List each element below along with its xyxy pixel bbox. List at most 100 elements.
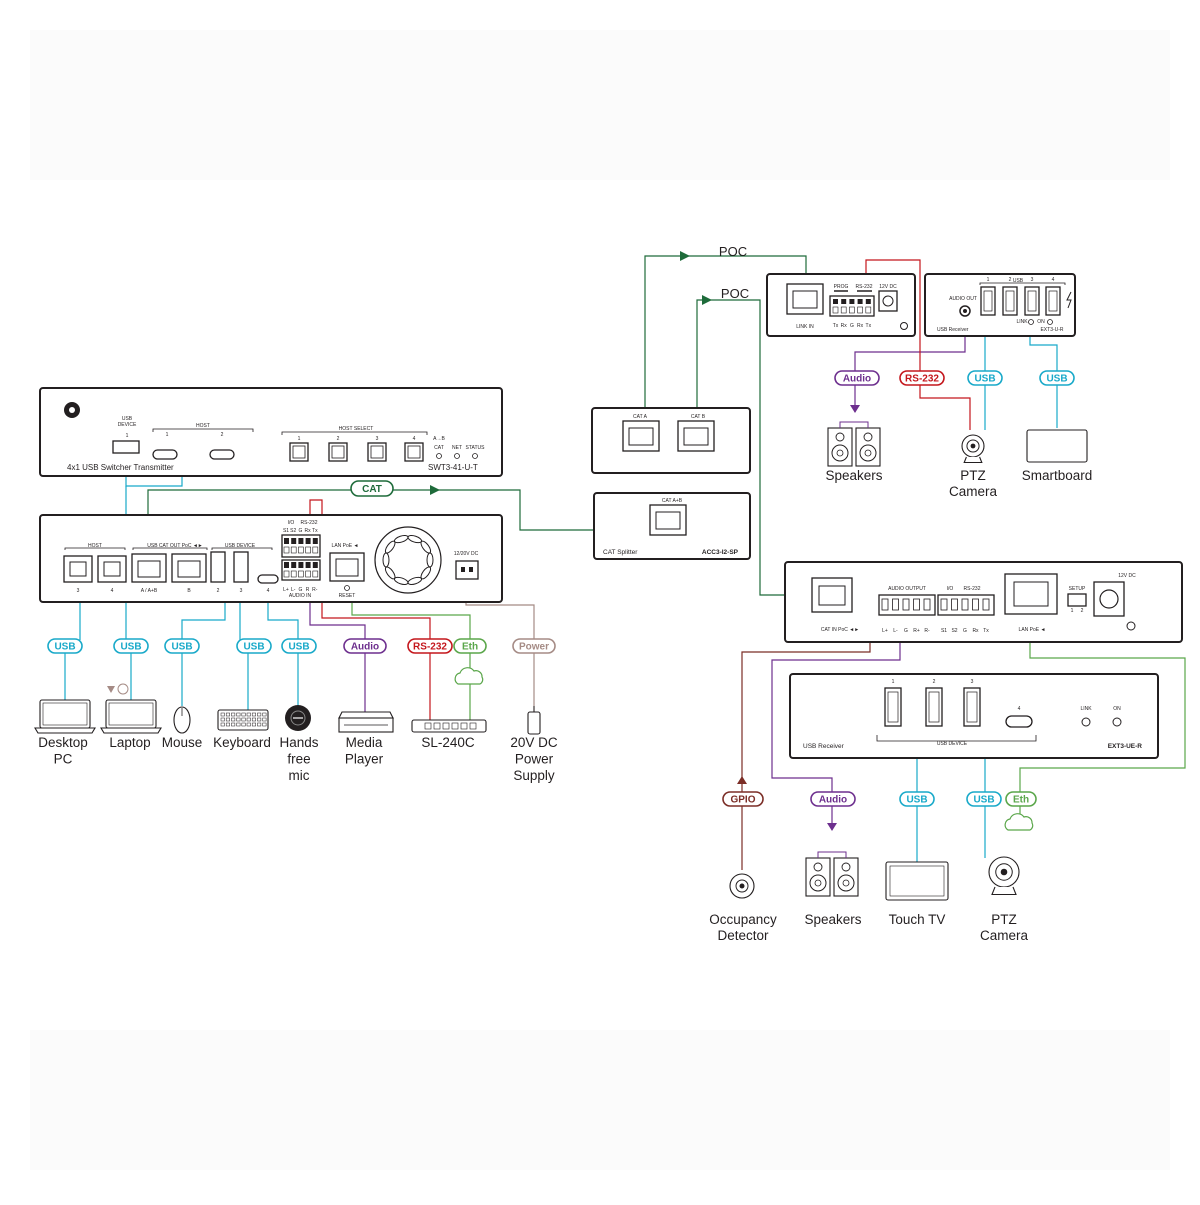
left-endpoint-label-0: PC [54, 752, 73, 767]
top-right-endpoint-label-1: Camera [949, 484, 998, 499]
speaker-tweeter [835, 432, 845, 442]
tx-front-usb-device-port[interactable] [112, 440, 140, 454]
bottom-right-pill-4-text: Eth [1013, 795, 1029, 806]
keyboard-key [225, 717, 230, 722]
tx-rear-host-port-3[interactable] [63, 555, 93, 583]
rx-ue-setup-switch[interactable] [1067, 593, 1087, 607]
rx-ue-bottom-name: USB Receiver [803, 743, 845, 750]
rx-top-left-pin-1: Rx [841, 323, 848, 329]
cat-pill: CAT [350, 480, 394, 497]
speaker-cone [842, 879, 850, 887]
speaker-woofer [831, 444, 849, 462]
terminal-socket [982, 598, 990, 611]
keyboard-key [220, 717, 225, 722]
tx-front-host-2: 2 [221, 432, 224, 438]
cat-splitter-name: CAT Splitter [603, 549, 638, 556]
keyboard-key [231, 722, 236, 727]
io-screw [291, 538, 297, 544]
left-endpoint-label-7: 20V DC [510, 735, 558, 750]
tx-front-host-bracket [152, 428, 254, 432]
audio-pin-label-2: G [298, 587, 302, 593]
rx-ue-io-pin-3: Rx [972, 628, 979, 634]
rx-top-right-on-label: ON [1037, 319, 1045, 325]
left-pill-2-shape [164, 638, 200, 654]
rx-top-right-link-label: LINK [1016, 319, 1028, 325]
left-pill-3-text: USB [243, 642, 264, 653]
rx-top-right-usb-bracket [979, 282, 1066, 285]
rx-ue-io-label: I/O [947, 586, 954, 592]
left-endpoint-label-5: Player [345, 752, 384, 767]
rx-ue-lan-label: LAN PoE ◄ [1019, 627, 1046, 633]
tx-rear-usb-device-port-2[interactable] [210, 551, 226, 583]
keyboard-key [251, 722, 256, 727]
tx-front-host-port-2[interactable] [209, 449, 235, 460]
tx-rear-usb-device-port-4[interactable] [257, 574, 279, 584]
tx-front-host-port-1[interactable] [152, 449, 178, 460]
audio-screw [305, 562, 311, 568]
keyboard-key [241, 717, 246, 722]
laptop-display [42, 702, 88, 726]
splitter-cat-a-port-inner [628, 427, 654, 446]
bottom-right-pill-3-text: USB [973, 795, 994, 806]
mouse-icon [173, 706, 191, 734]
left-endpoint-label-1: Laptop [109, 735, 150, 750]
rx-ue-dc-port[interactable] [1093, 581, 1125, 617]
tx-rear-power-port[interactable] [455, 560, 479, 580]
rx-ue-usb-c-port[interactable] [1005, 715, 1033, 728]
text-line: USB [122, 416, 133, 422]
bottom-right-pill-3-shape [966, 791, 1002, 807]
tx-front-usb-device-num: 1 [126, 433, 129, 439]
bottom-right-endpoint-label-3: PTZ [991, 912, 1017, 927]
rx-ue-io-pin-2: G [963, 628, 967, 634]
audio-pin-label-3: R [306, 587, 310, 593]
receiver-ue-top-device: CAT IN PoC ◄► AUDIO OUTPUT I/O RS-232 L+… [784, 561, 1183, 643]
rx-ue-usb-num-1: 2 [933, 679, 936, 685]
audio-socket [305, 570, 311, 578]
bottom-right-endpoint-label-1: Speakers [804, 912, 861, 927]
host-select-button-inner [292, 445, 306, 459]
rx-ue-io-terminal[interactable] [937, 594, 995, 616]
tx-rear-reset-button[interactable] [344, 585, 350, 591]
rx-top-left-dc-port[interactable] [878, 290, 898, 312]
tx-rear-cat-bracket [132, 547, 208, 550]
left-endpoint-label-4: Hands [279, 735, 318, 750]
left-pill-8-text: Power [519, 642, 549, 653]
terminal-socket [961, 598, 969, 611]
left-pill-1-text: USB [120, 642, 141, 653]
tx-rear-host-num-3: 3 [77, 588, 80, 594]
io-socket [298, 546, 304, 554]
rx-top-right-model: EXT3-U-R [1040, 327, 1063, 333]
top-right-pill-1-shape [899, 370, 945, 386]
speaker-tweeter [863, 432, 873, 442]
rx-top-left-dc-label: 12V DC [879, 284, 897, 290]
keyboard-key [236, 717, 241, 722]
camera-base [963, 456, 983, 464]
top-right-pill-2-text: USB [974, 374, 995, 385]
keyboard-key [236, 722, 241, 727]
audio-pin-label-0: L+ [283, 587, 289, 593]
text-line: DEVICE [118, 422, 137, 428]
rx-top-left-pin-0: Tx [833, 323, 839, 329]
tx-rear-usb-device-port-3[interactable] [233, 551, 249, 583]
rx-top-right-on-led [1047, 319, 1053, 325]
top-right-pill-3-text: USB [1046, 374, 1067, 385]
rx-ue-ground [1126, 621, 1136, 631]
transmitter-rear-panel: HOST 3 4 USB CAT OUT PoC ◄► A / A+B B US… [39, 514, 503, 603]
audio-line-media-player [309, 592, 366, 640]
left-endpoint-label-2: Mouse [162, 735, 203, 750]
tx-rear-lan-port-inner [335, 558, 359, 577]
speaker-box [805, 857, 831, 897]
tx-rear-usb-num-3: 3 [240, 588, 243, 594]
tx-rear-usb-num-4: 4 [267, 588, 270, 594]
ptz-camera-icon [988, 856, 1020, 896]
terminal-socket [881, 598, 889, 611]
bottom-right-pill-1-shape [810, 791, 856, 807]
camera-lens [995, 863, 1013, 881]
rx-ue-usb-num-2: 3 [971, 679, 974, 685]
rx-ue-audio-terminal[interactable] [878, 594, 936, 616]
status-led-1 [454, 453, 460, 459]
